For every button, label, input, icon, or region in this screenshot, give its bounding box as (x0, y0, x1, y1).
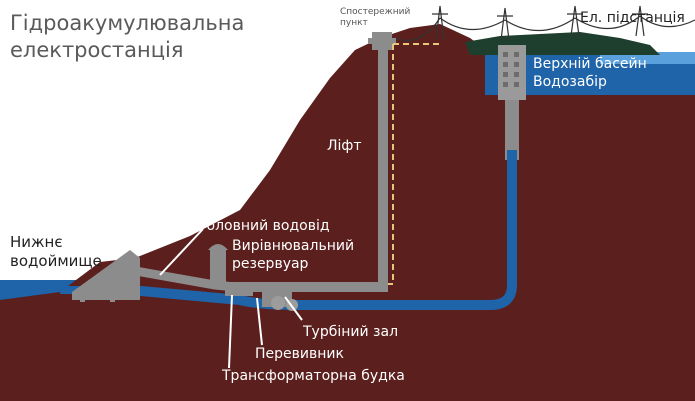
inverter-label: Перевивник (255, 346, 344, 362)
transformer-booth-label: Трансформаторна будка (221, 368, 405, 384)
forest-hill (465, 32, 660, 55)
turbine-unit (271, 296, 285, 310)
surge-tank (210, 250, 226, 282)
observation-point-label-1: Спостережний (340, 7, 410, 17)
outlet-pillar-2 (110, 292, 115, 302)
turbine-hall-label: Турбіний зал (302, 324, 398, 340)
lift-label: Ліфт (327, 138, 362, 154)
water-intake-label: Водозабір (533, 74, 607, 90)
upper-basin-label: Верхній басейн (533, 56, 647, 72)
inverter-block (225, 282, 253, 296)
title-line-1: Гідроакумулювальна (10, 11, 244, 35)
title-line-2: електростанція (10, 38, 184, 62)
intake-tower-windows (503, 52, 519, 87)
penstock-pipe (129, 150, 517, 310)
main-conduit-label: Головний водовід (198, 218, 330, 234)
outlet-structure (72, 250, 140, 300)
mountain-ground (0, 24, 695, 401)
lift-shaft (378, 48, 388, 288)
surge-tank-cap (208, 244, 228, 250)
lower-reservoir-label-2: водоймище (10, 252, 102, 270)
outlet-pillar-1 (80, 292, 85, 302)
lower-reservoir-label-1: Нижнє (10, 233, 63, 251)
leader-lines (159, 228, 303, 369)
observation-point-label-2: пункт (340, 18, 368, 28)
power-line-towers (394, 5, 695, 42)
intake-shaft (505, 100, 519, 160)
intake-tower (498, 45, 526, 100)
substation-label: Ел. підстанція (580, 10, 685, 26)
surge-tank-label-2: резервуар (232, 256, 309, 272)
surge-tank-label-1: Вирівнювальний (232, 238, 354, 254)
service-tunnel (240, 282, 388, 292)
observation-roof (368, 38, 396, 44)
